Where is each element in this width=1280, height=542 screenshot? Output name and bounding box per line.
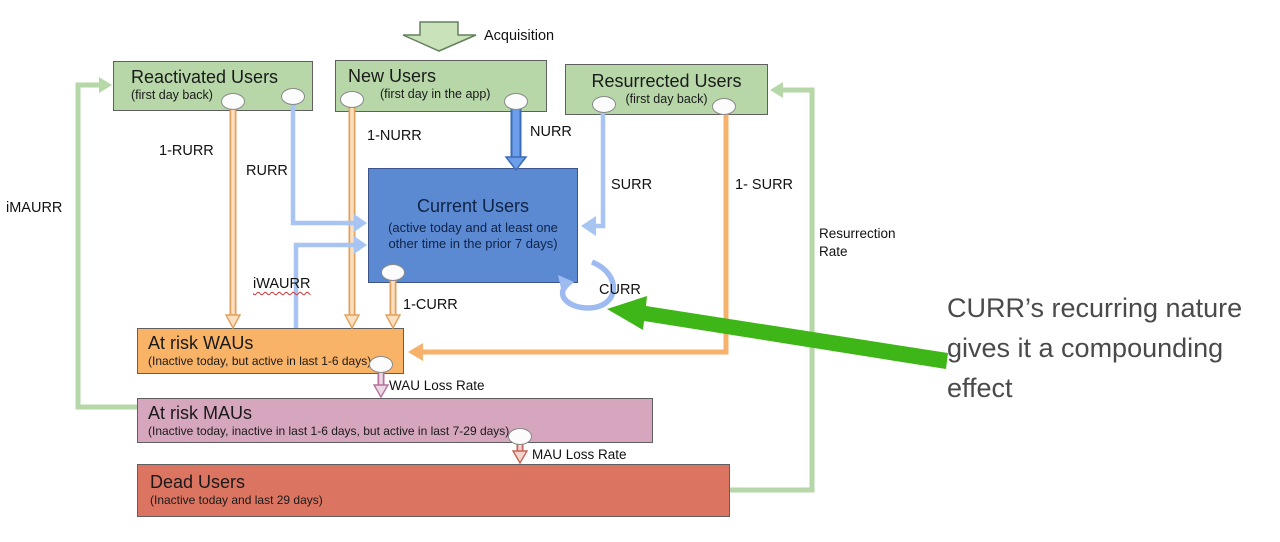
edge-mau-loss-arrowhead-icon — [511, 450, 529, 465]
edge-1-nurr-arrowhead-icon — [343, 314, 361, 330]
label-1-rurr: 1-RURR — [159, 143, 214, 159]
port-current-loss — [381, 264, 405, 281]
edge-iwaurr-arrowhead-icon — [354, 236, 367, 254]
label-1-curr: 1-CURR — [403, 297, 458, 313]
annotation-line3: effect — [947, 373, 1013, 403]
label-acquisition: Acquisition — [484, 28, 555, 44]
edge-imaurr-arrowhead-icon — [99, 77, 112, 93]
node-title: Reactivated Users — [131, 67, 279, 87]
annotation-text: CURR’s recurring nature gives it a compo… — [947, 288, 1280, 408]
edge-surr-arrowhead-icon — [581, 216, 596, 236]
node-subtitle: (Inactive today and last 29 days) — [150, 493, 323, 507]
annotation-line1: CURR’s recurring nature — [947, 293, 1243, 323]
edge-wau-loss-arrowhead-icon — [372, 384, 390, 399]
acquisition-arrow-icon — [402, 21, 477, 52]
node-subtitle: (Inactive today, inactive in last 1-6 da… — [148, 424, 510, 438]
port-mau-loss — [508, 428, 532, 445]
node-title: Resurrected Users — [591, 71, 742, 91]
node-title: At risk WAUs — [148, 333, 254, 353]
label-1-surr: 1- SURR — [735, 177, 794, 193]
edge-resurrection-rate — [730, 87, 815, 493]
port-reactivated-loss — [221, 93, 245, 110]
port-resurrected-loss — [712, 98, 736, 115]
edge-1-rurr-arrowhead-icon — [224, 314, 242, 330]
label-1-nurr: 1-NURR — [367, 128, 422, 144]
node-title: At risk MAUs — [148, 403, 253, 423]
node-title: Current Users — [416, 196, 530, 216]
label-rurr: RURR — [246, 163, 288, 179]
port-reactivated-rurr — [281, 88, 305, 105]
port-resurrected-surr — [592, 96, 616, 113]
edge-surr — [594, 110, 606, 229]
label-nurr: NURR — [530, 124, 572, 140]
label-curr: CURR — [599, 282, 641, 298]
port-new-loss — [340, 91, 364, 108]
node-subtitle: (first day back) — [131, 88, 213, 102]
label-imaurr: iMAURR — [6, 200, 63, 216]
label-resurrection-rate-line2: Rate — [819, 244, 848, 259]
label-wau-loss-rate: WAU Loss Rate — [389, 378, 485, 393]
node-reactivated-users: Reactivated Users (first day back) — [113, 61, 313, 111]
node-dead-users: Dead Users (Inactive today and last 29 d… — [137, 464, 730, 517]
port-wau-loss — [369, 356, 393, 373]
edge-imaurr — [75, 82, 137, 410]
node-subtitle-line1: (active today and at least one — [388, 220, 558, 235]
edge-rurr — [290, 100, 356, 226]
edge-1-curr-arrowhead-icon — [384, 314, 402, 330]
edge-resurrection-rate-arrowhead-icon — [770, 82, 783, 98]
node-at-risk-waus: At risk WAUs (Inactive today, but active… — [137, 328, 404, 374]
node-subtitle: (Inactive today, but active in last 1-6 … — [148, 354, 372, 368]
label-iwaurr: iWAURR — [253, 276, 311, 292]
port-new-nurr — [504, 93, 528, 110]
annotation-arrow-icon — [607, 296, 948, 369]
node-subtitle: (first day back) — [625, 92, 708, 106]
label-surr: SURR — [611, 177, 653, 193]
annotation-line2: gives it a compounding — [947, 333, 1224, 363]
label-resurrection-rate-line1: Resurrection — [819, 226, 896, 241]
node-subtitle: (first day in the app) — [380, 87, 491, 101]
edge-rurr-arrowhead-icon — [354, 214, 367, 232]
node-title: New Users — [348, 66, 437, 86]
node-title: Dead Users — [150, 472, 246, 492]
node-subtitle-line2: other time in the prior 7 days) — [388, 236, 558, 251]
node-at-risk-maus: At risk MAUs (Inactive today, inactive i… — [137, 398, 653, 443]
edge-1-surr-arrowhead-icon — [408, 343, 423, 361]
label-mau-loss-rate: MAU Loss Rate — [532, 447, 627, 462]
